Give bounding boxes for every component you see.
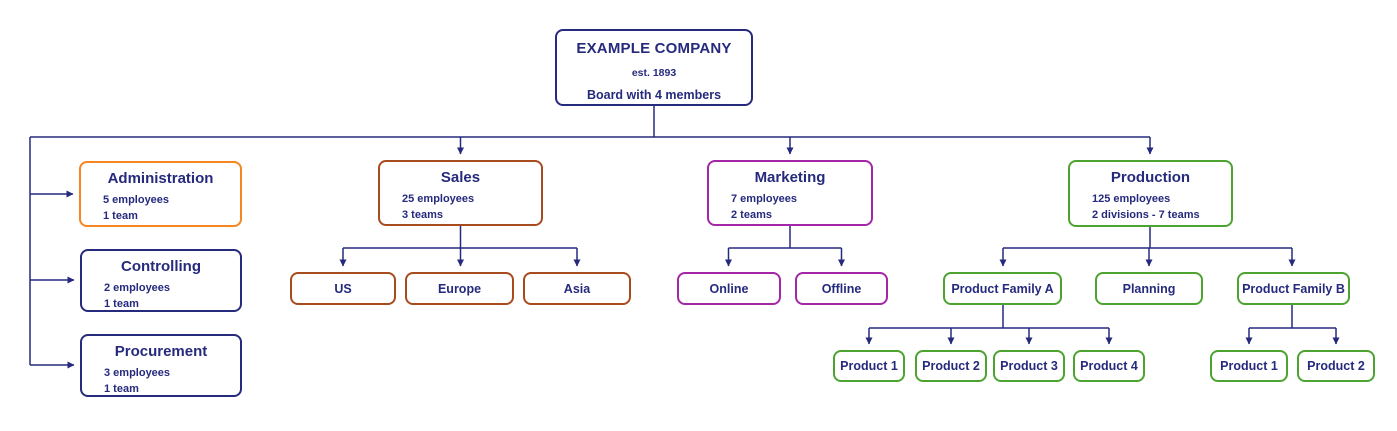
company-board: Board with 4 members bbox=[586, 88, 722, 102]
node-online[interactable]: Online bbox=[677, 272, 781, 305]
leaf-label: Product Family B bbox=[1242, 281, 1345, 296]
node-pfb-product-1[interactable]: Product 1 bbox=[1210, 350, 1288, 382]
leaf-label: Offline bbox=[821, 281, 862, 296]
node-us[interactable]: US bbox=[290, 272, 396, 305]
department-detail: 1 team bbox=[104, 383, 139, 395]
department-detail: 3 teams bbox=[402, 209, 443, 221]
node-asia[interactable]: Asia bbox=[523, 272, 631, 305]
leaf-label: Asia bbox=[563, 281, 591, 296]
node-example-company[interactable]: EXAMPLE COMPANY est. 1893 Board with 4 m… bbox=[555, 29, 753, 106]
connector-lines bbox=[29, 106, 1340, 369]
node-product-family-b[interactable]: Product Family B bbox=[1237, 272, 1350, 305]
leaf-label: Product 3 bbox=[1000, 359, 1058, 373]
department-detail: 125 employees bbox=[1092, 193, 1171, 205]
node-pfa-product-4[interactable]: Product 4 bbox=[1073, 350, 1145, 382]
department-detail: 1 team bbox=[103, 210, 138, 222]
company-title: EXAMPLE COMPANY bbox=[576, 40, 732, 57]
leaf-label: Product 1 bbox=[1220, 359, 1278, 373]
node-controlling[interactable]: Controlling 2 employees 1 team bbox=[80, 249, 242, 312]
leaf-label: Product 1 bbox=[840, 359, 898, 373]
node-planning[interactable]: Planning bbox=[1095, 272, 1203, 305]
node-procurement[interactable]: Procurement 3 employees 1 team bbox=[80, 334, 242, 397]
node-product-family-a[interactable]: Product Family A bbox=[943, 272, 1062, 305]
company-founded: est. 1893 bbox=[631, 67, 677, 79]
leaf-label: US bbox=[334, 281, 352, 296]
department-detail: 3 employees bbox=[104, 367, 171, 379]
department-title: Procurement bbox=[114, 343, 208, 360]
department-detail: 5 employees bbox=[103, 194, 170, 206]
node-production[interactable]: Production 125 employees 2 divisions - 7… bbox=[1068, 160, 1233, 227]
department-detail: 2 divisions - 7 teams bbox=[1092, 209, 1200, 221]
department-detail: 25 employees bbox=[402, 193, 475, 205]
department-detail: 7 employees bbox=[731, 193, 798, 205]
department-title: Administration bbox=[107, 170, 214, 187]
leaf-label: Product Family A bbox=[951, 281, 1054, 296]
department-title: Sales bbox=[440, 169, 481, 186]
node-administration[interactable]: Administration 5 employees 1 team bbox=[79, 161, 242, 227]
department-detail: 2 teams bbox=[731, 209, 772, 221]
department-detail: 2 employees bbox=[104, 282, 171, 294]
node-marketing[interactable]: Marketing 7 employees 2 teams bbox=[707, 160, 873, 226]
leaf-label: Online bbox=[709, 281, 749, 296]
node-offline[interactable]: Offline bbox=[795, 272, 888, 305]
node-pfb-product-2[interactable]: Product 2 bbox=[1297, 350, 1375, 382]
department-title: Production bbox=[1110, 169, 1191, 186]
leaf-label: Planning bbox=[1122, 281, 1176, 296]
node-pfa-product-3[interactable]: Product 3 bbox=[993, 350, 1065, 382]
leaf-label: Europe bbox=[437, 281, 482, 296]
leaf-label: Product 2 bbox=[1307, 359, 1365, 373]
node-europe[interactable]: Europe bbox=[405, 272, 514, 305]
node-pfa-product-1[interactable]: Product 1 bbox=[833, 350, 905, 382]
node-sales[interactable]: Sales 25 employees 3 teams bbox=[378, 160, 543, 226]
leaf-label: Product 2 bbox=[922, 359, 980, 373]
department-title: Marketing bbox=[754, 169, 826, 186]
department-detail: 1 team bbox=[104, 298, 139, 310]
node-pfa-product-2[interactable]: Product 2 bbox=[915, 350, 987, 382]
department-title: Controlling bbox=[121, 258, 201, 275]
leaf-label: Product 4 bbox=[1080, 359, 1138, 373]
